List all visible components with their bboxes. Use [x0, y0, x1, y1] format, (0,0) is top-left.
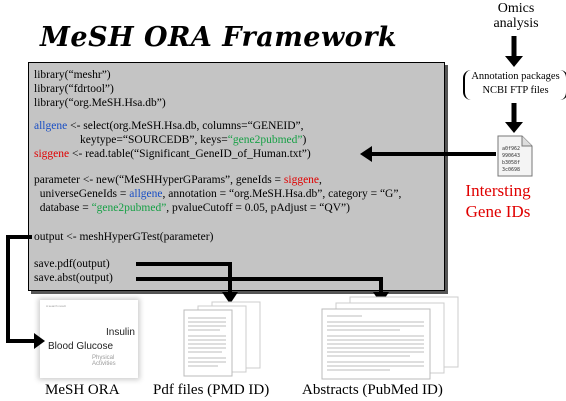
omics-analysis-label: Omics analysis: [468, 1, 564, 31]
data-file-icon: a0f962 990643 b3058f 3c0698: [497, 135, 533, 177]
annotation-line1: Annotation packages: [471, 71, 560, 82]
annotation-bracket: Annotation packages NCBI FTP files: [463, 70, 566, 100]
file-line: 3c0698: [502, 167, 520, 173]
code-text: <- read.table(“Significant_GeneID_of_Hum…: [69, 148, 311, 160]
code-line-keytype: keytype=“SOURCEDB”, keys=“gene2pubmed”): [34, 133, 306, 147]
code-text: ,: [319, 174, 322, 186]
arrow-output-to-mesh-ora: [6, 235, 45, 349]
annotation-line2: NCBI FTP files: [482, 85, 549, 96]
code-text: parameter <- new(“MeSHHyperGParams”, gen…: [34, 174, 284, 186]
code-line-save-pdf: save.pdf(output): [34, 258, 110, 270]
code-line-save-abst: save.abst(output): [34, 272, 113, 284]
code-line-universe: universeGeneIds = allgene, annotation = …: [34, 187, 402, 201]
genes-line1: Intersting: [465, 181, 531, 200]
diagram-title: MeSH ORA Framework: [40, 22, 398, 53]
code-line-output: output <- meshHyperGTest(parameter): [34, 231, 214, 243]
arrow-save-pdf-to-pdf-files: [136, 262, 238, 304]
thumb-blood-glucose: Blood Glucose: [48, 341, 114, 352]
label-abstracts: Abstracts (PubMed ID): [302, 382, 443, 398]
file-line: a0f962: [502, 146, 520, 152]
code-text: , pvalueCutoff = 0.05, pAdjust = “QV”): [166, 202, 350, 214]
code-line-allgene: allgene <- select(org.MeSH.Hsa.db, colum…: [34, 119, 304, 133]
file-line: 990643: [502, 153, 520, 159]
interesting-gene-ids-label: Intersting Gene IDs: [430, 180, 566, 222]
label-mesh-ora: MeSH ORA: [45, 382, 120, 398]
str-gene2pubmed: “gene2pubmed”: [227, 134, 303, 146]
code-text: keytype=“SOURCEDB”, keys=: [34, 134, 228, 146]
thumb-insulin: Insulin: [106, 327, 135, 338]
code-text: database =: [34, 202, 92, 214]
code-text: ): [302, 134, 307, 146]
r-code-box: [28, 62, 445, 291]
omics-line2: analysis: [493, 16, 539, 31]
arrow-omics-to-annotation: [505, 36, 523, 67]
var-siggene: siggene: [34, 148, 70, 160]
code-line-siggene: siggene <- read.table(“Significant_GeneI…: [34, 147, 311, 161]
str-gene2pubmed: “gene2pubmed”: [91, 202, 167, 214]
code-line-library-fdrtool: library(“fdrtool”): [34, 83, 114, 95]
thumb-small-text: A search result: [46, 304, 66, 308]
abstracts-thumbnails: [321, 296, 459, 380]
arrow-genes-to-siggene: [360, 146, 496, 162]
arrow-annotation-to-file: [505, 103, 523, 133]
var-siggene: siggene: [283, 174, 320, 186]
genes-line2: Gene IDs: [465, 202, 531, 221]
code-text: universeGeneIds =: [34, 188, 130, 200]
code-line-database: database = “gene2pubmed”, pvalueCutoff =…: [34, 201, 350, 215]
file-line: b3058f: [502, 160, 520, 166]
pdf-files-thumbnails: [183, 301, 261, 377]
thumb-subtitle: Physical Activities: [92, 355, 116, 367]
var-allgene: allgene: [34, 120, 68, 132]
code-line-parameter: parameter <- new(“MeSHHyperGParams”, gen…: [34, 173, 322, 187]
mesh-ora-thumbnail: A search result Insulin Blood Glucose Ph…: [40, 300, 138, 378]
code-text: , annotation = “org.MeSH.Hsa.db”, catego…: [162, 188, 402, 200]
code-line-library-orgmesh: library(“org.MeSH.Hsa.db”): [34, 97, 166, 109]
label-pdf-files: Pdf files (PMD ID): [153, 382, 270, 398]
omics-line1: Omics: [497, 1, 535, 16]
code-line-library-meshr: library(“meshr”): [34, 69, 111, 81]
var-allgene: allgene: [129, 188, 163, 200]
code-text: <- select(org.MeSH.Hsa.db, columns=“GENE…: [67, 120, 304, 132]
